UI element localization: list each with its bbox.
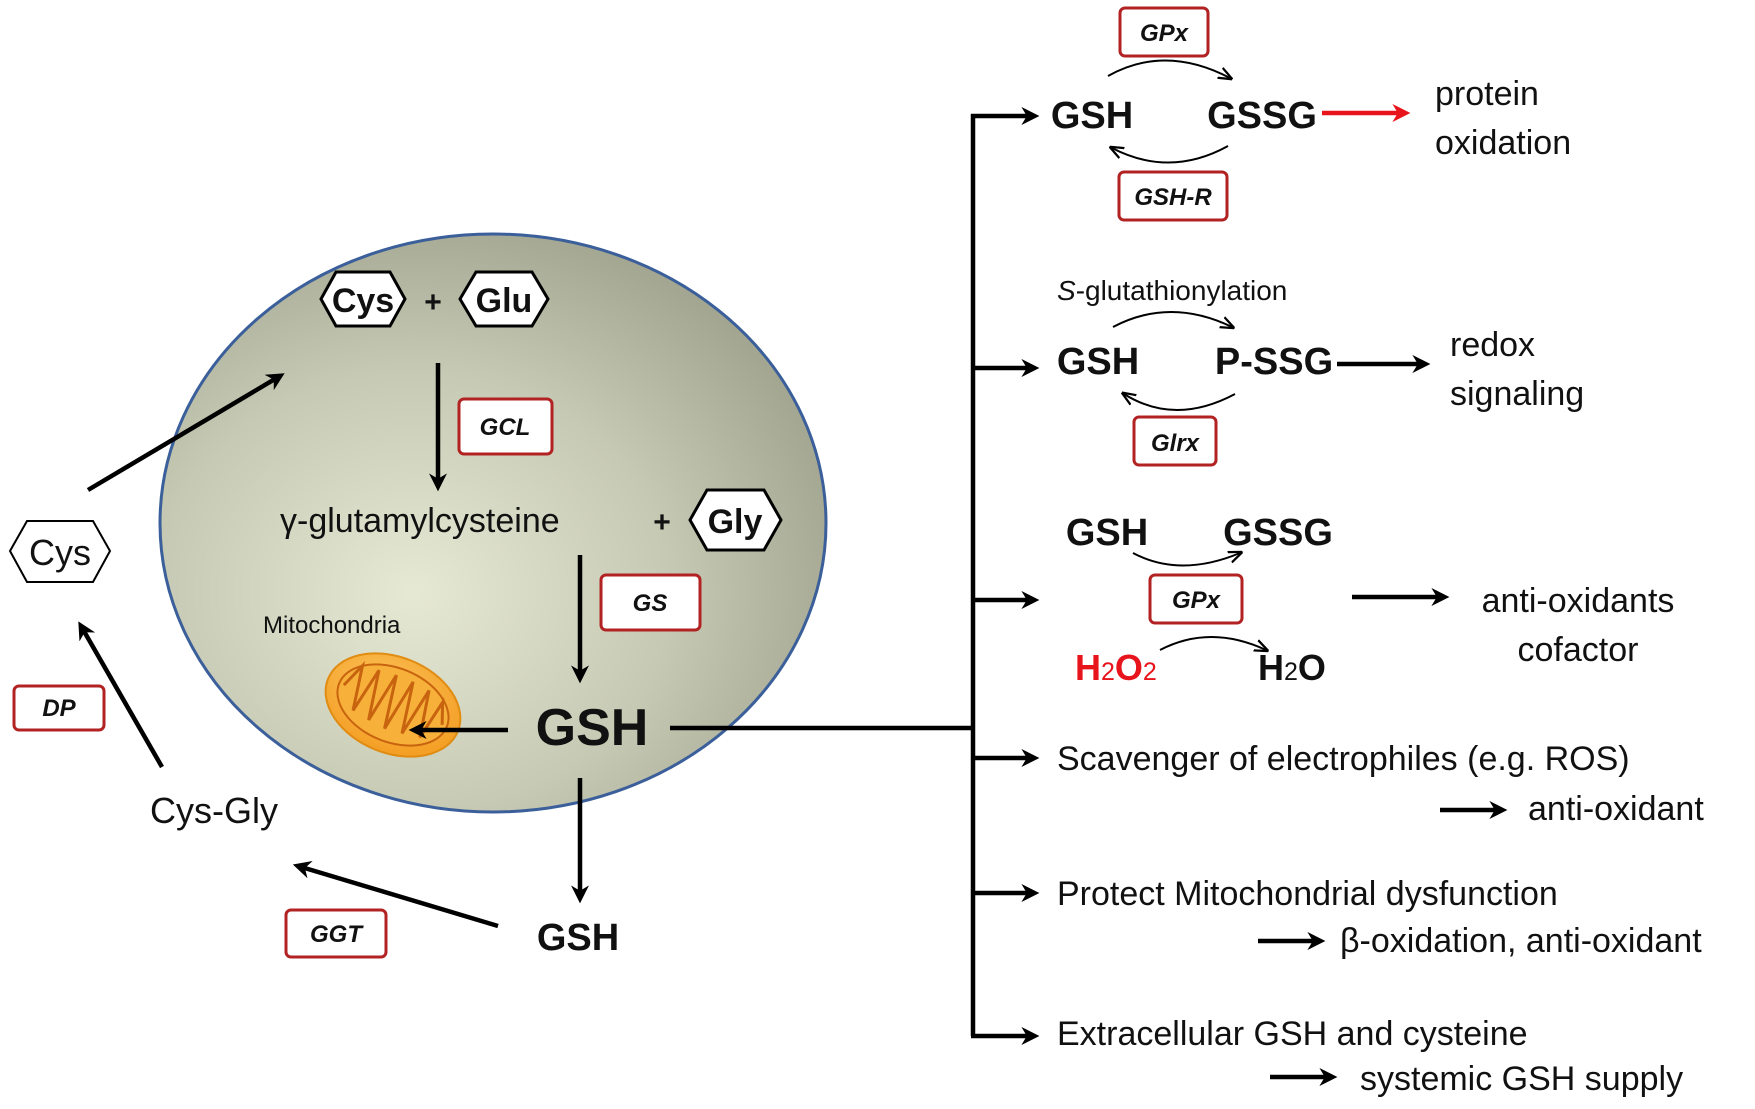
h2o-label: H2O [1258, 647, 1326, 688]
pssg-label: P-SSG [1215, 341, 1333, 383]
s-glutathionylation-label: S-glutathionylation [1057, 275, 1287, 306]
gpx-enzyme-box-1 [1118, 6, 1210, 58]
cys-label: Cys [332, 282, 394, 320]
cys-extracellular-label: Cys [29, 532, 91, 573]
protein-oxidation-line1: protein [1435, 75, 1539, 113]
extracellular-gsh-text: Extracellular GSH and cysteine [1057, 1015, 1528, 1053]
cell-body [158, 232, 828, 814]
systemic-gsh-supply-text: systemic GSH supply [1360, 1060, 1683, 1098]
ggt-enzyme-box: GGT [284, 908, 388, 959]
arrow-gsh-to-cys-gly [292, 861, 499, 929]
scavenger-text: Scavenger of electrophiles (e.g. ROS) [1057, 740, 1630, 778]
gcl-label: GCL [480, 414, 531, 441]
gpx-label-1: GPx [1140, 20, 1190, 47]
branch-2: S-glutathionylation GSH P-SSG Glrx redox… [1057, 275, 1584, 467]
arc-gssg-to-gsh [1112, 145, 1229, 164]
gpx-label-3: GPx [1172, 587, 1222, 614]
plus-sign: + [424, 286, 442, 319]
gly-hexagon: Gly [688, 488, 783, 552]
gs-enzyme-box: GS [599, 573, 702, 632]
glrx-enzyme-box [1132, 415, 1218, 467]
redox-signaling-line2: signaling [1450, 375, 1584, 413]
gssg-label-b3: GSSG [1223, 512, 1333, 554]
arrow-cys-gly-to-cys [78, 621, 164, 769]
arc-h2o2-to-h2o [1159, 636, 1266, 650]
glrx-label: Glrx [1151, 430, 1201, 457]
branch-1: GPx GSH GSSG GSH-R protein oxidation [1051, 6, 1571, 222]
redox-signaling-line1: redox [1450, 326, 1535, 364]
beta-oxidation-text: β-oxidation, anti-oxidant [1340, 922, 1702, 960]
glu-label: Glu [476, 282, 533, 320]
gsh-extracellular-label: GSH [537, 917, 619, 959]
anti-oxidants-line1: anti-oxidants [1482, 582, 1675, 620]
h2o2-label: H2O2 [1075, 647, 1157, 688]
cys-gly-label: Cys-Gly [150, 790, 278, 831]
cys-extracellular-hexagon: Cys [8, 520, 112, 583]
protein-oxidation-line2: oxidation [1435, 124, 1571, 162]
gpx-enzyme-box-3 [1148, 573, 1244, 625]
glu-hexagon: Glu [458, 270, 550, 328]
branch-4: Scavenger of electrophiles (e.g. ROS) an… [1057, 740, 1704, 828]
gcl-enzyme-box: GCL [457, 397, 554, 456]
branch-3: GSH GSSG GPx H2O2 H2O anti-oxidants cofa… [1066, 512, 1675, 688]
gs-label: GS [633, 590, 668, 617]
cys-hexagon: Cys [319, 270, 407, 328]
anti-oxidants-line2: cofactor [1518, 631, 1639, 669]
mitochondria-label: Mitochondria [263, 612, 401, 639]
gsh-r-label: GSH-R [1134, 184, 1212, 211]
branch-5: Protect Mitochondrial dysfunction β-oxid… [1057, 875, 1702, 960]
arrow-cys-uptake [86, 373, 285, 492]
gsh-label-b3: GSH [1066, 512, 1148, 554]
gamma-glutamylcysteine-label: γ-glutamylcysteine [280, 502, 560, 540]
gly-label: Gly [708, 503, 763, 541]
gsh-central-label: GSH [536, 699, 649, 757]
protect-mitochondrial-text: Protect Mitochondrial dysfunction [1057, 875, 1558, 913]
anti-oxidant-text: anti-oxidant [1528, 790, 1704, 828]
dp-enzyme-box: DP [12, 684, 106, 732]
ggt-label: GGT [310, 921, 364, 948]
gssg-label-b1: GSSG [1207, 95, 1317, 137]
gsh-label-b1: GSH [1051, 95, 1133, 137]
arc-gsh-to-pssg [1112, 311, 1232, 327]
branch-6: Extracellular GSH and cysteine systemic … [1057, 1015, 1683, 1098]
arc-gsh-to-gssg-b3 [1132, 553, 1240, 567]
gsh-r-enzyme-box [1117, 170, 1229, 222]
gsh-label-b2: GSH [1057, 341, 1139, 383]
arc-pssg-to-gsh [1124, 394, 1236, 411]
plus-sign-2: + [653, 506, 671, 539]
arc-gsh-to-gssg [1107, 59, 1230, 78]
dp-label: DP [42, 695, 76, 722]
